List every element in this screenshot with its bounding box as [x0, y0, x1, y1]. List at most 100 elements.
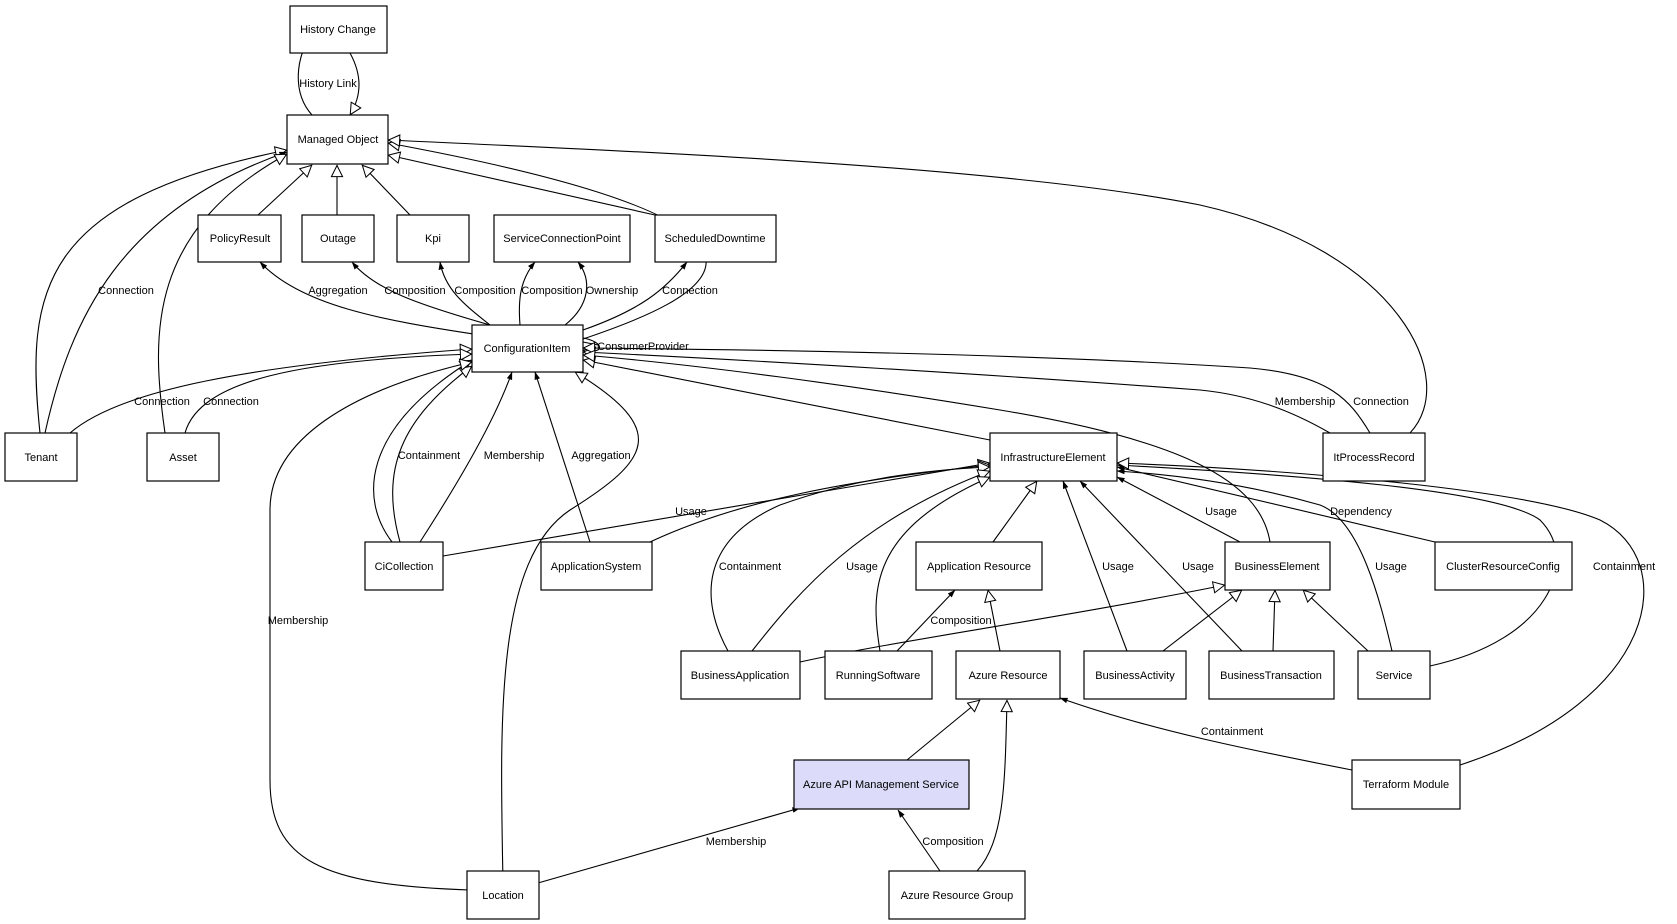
node-label-service: Service: [1376, 670, 1413, 682]
edge-composition-kpi: [438, 261, 491, 326]
edge-label-aggregation-policyresult: Aggregation: [308, 285, 367, 297]
node-label-history-change: History Change: [300, 24, 376, 36]
edge-composition-outage: [351, 261, 491, 326]
edge-infrastructure-to-ci: [583, 360, 991, 441]
edge-applicationresource-to-ie: [992, 481, 1038, 543]
edge-label-connection-scheduleddowntime: Connection: [662, 285, 718, 297]
edge-location-membership-ci: [269, 362, 472, 891]
edge-aggregation-policyresult: [259, 261, 481, 336]
node-application-resource[interactable]: Application Resource: [915, 541, 1043, 591]
node-service[interactable]: Service: [1357, 650, 1431, 700]
edge-label-dependency-crc: Dependency: [1330, 506, 1392, 518]
edge-cicollection-membership: [419, 371, 513, 543]
edge-label-usage-businesstransaction: Usage: [1182, 561, 1214, 573]
node-terraform-module[interactable]: Terraform Module: [1351, 759, 1461, 810]
node-business-element[interactable]: BusinessElement: [1224, 541, 1331, 591]
node-running-software[interactable]: RunningSoftware: [824, 650, 933, 700]
node-business-transaction[interactable]: BusinessTransaction: [1208, 650, 1335, 700]
edge-label-membership-cicollection: Membership: [484, 450, 545, 462]
edge-label-history-link: History Link: [299, 78, 357, 90]
node-asset[interactable]: Asset: [146, 432, 220, 482]
edge-clusterresourceconfig-dependency: [1116, 466, 1436, 543]
edge-azureresource-to-applicationresource: [988, 590, 1001, 652]
edge-scheduleddowntime-to-mo: [388, 155, 656, 216]
node-label-azure-api-management-service: Azure API Management Service: [803, 779, 959, 791]
node-managed-object[interactable]: Managed Object: [286, 114, 389, 165]
edge-terraformmodule-containment-azr: [1059, 697, 1353, 771]
node-outage[interactable]: Outage: [301, 214, 375, 263]
edge-label-containment-service: Containment: [1593, 561, 1655, 573]
edge-businesselement-to-ci: [583, 355, 1271, 543]
node-configuration-item[interactable]: ConfigurationItem: [471, 324, 584, 373]
edge-service-to-businesselement: [1303, 590, 1369, 652]
edge-label-usage-businesselement-ie: Usage: [1205, 506, 1237, 518]
edge-label-connection-itprocessrecord: Connection: [1353, 396, 1409, 408]
edges: [35, 26, 1645, 891]
edge-label-membership-location: Membership: [268, 615, 329, 627]
edge-tenant-connection-ci: [69, 349, 472, 434]
node-label-outage: Outage: [320, 233, 356, 245]
node-label-scheduled-downtime: ScheduledDowntime: [665, 233, 766, 245]
node-label-configuration-item: ConfigurationItem: [484, 343, 571, 355]
edge-label-usage-service: Usage: [1375, 561, 1407, 573]
edge-asset-to-mo-generalization: [157, 153, 287, 434]
edge-label-composition-kpi: Composition: [454, 285, 515, 297]
node-label-business-application: BusinessApplication: [691, 670, 789, 682]
node-ci-collection[interactable]: CiCollection: [364, 541, 444, 591]
node-label-business-transaction: BusinessTransaction: [1220, 670, 1322, 682]
edge-label-tenant-connection-mo: Connection: [98, 285, 154, 297]
edge-composition-scp: [518, 261, 536, 326]
node-label-managed-object: Managed Object: [298, 134, 379, 146]
node-azure-api-management-service[interactable]: Azure API Management Service: [793, 759, 970, 810]
node-it-process-record[interactable]: ItProcessRecord: [1322, 432, 1426, 482]
edge-businessactivity-to-businesselement: [1162, 589, 1242, 652]
node-label-service-connection-point: ServiceConnectionPoint: [503, 233, 620, 245]
edge-cicollection-containment-a: [373, 359, 472, 543]
node-tenant[interactable]: Tenant: [4, 432, 78, 482]
edge-tenant-to-mo-generalization: [35, 150, 287, 434]
node-cluster-resource-config[interactable]: ClusterResourceConfig: [1434, 541, 1573, 591]
node-label-it-process-record: ItProcessRecord: [1333, 452, 1414, 464]
node-business-application[interactable]: BusinessApplication: [680, 650, 801, 700]
node-location[interactable]: Location: [466, 870, 540, 920]
node-label-ci-collection: CiCollection: [375, 561, 434, 573]
node-azure-resource[interactable]: Azure Resource: [955, 650, 1061, 700]
node-azure-resource-group[interactable]: Azure Resource Group: [888, 870, 1026, 920]
edge-label-asset-connection-ci: Connection: [203, 396, 259, 408]
edge-businessapplication-containment-ie: [710, 467, 990, 652]
edge-runningsoftware-composition-ar: [896, 589, 956, 652]
edge-label-usage-businessapplication: Usage: [846, 561, 878, 573]
edge-label-consumerprovider: ConsumerProvider: [597, 341, 689, 353]
node-policy-result[interactable]: PolicyResult: [197, 214, 282, 263]
node-label-azure-resource: Azure Resource: [969, 670, 1048, 682]
edge-label-aggregation-applicationsystem: Aggregation: [571, 450, 630, 462]
node-label-application-system: ApplicationSystem: [551, 561, 642, 573]
edge-label-composition-outage: Composition: [384, 285, 445, 297]
node-label-business-activity: BusinessActivity: [1095, 670, 1175, 682]
node-service-connection-point[interactable]: ServiceConnectionPoint: [493, 214, 631, 263]
edge-resourcegroup-to-azureresource: [976, 700, 1007, 872]
node-history-change[interactable]: History Change: [289, 5, 388, 54]
edge-businesselement-usage-ie: [1116, 476, 1241, 543]
edge-itprocessrecord-to-mo: [388, 140, 1428, 434]
edge-cicollection-containment-b: [392, 365, 472, 543]
edge-ownership-scp: [564, 261, 588, 326]
edge-label-containment-businessapplication: Containment: [719, 561, 781, 573]
node-kpi[interactable]: Kpi: [396, 214, 470, 263]
edge-businessapplication-usage-ie: [751, 471, 990, 652]
node-application-system[interactable]: ApplicationSystem: [540, 541, 653, 591]
node-label-terraform-module: Terraform Module: [1363, 779, 1449, 791]
edge-service-usage-ie: [1116, 468, 1393, 652]
node-business-activity[interactable]: BusinessActivity: [1083, 650, 1187, 700]
edge-connection-itprocessrecord: [583, 348, 1371, 434]
edge-runningsoftware-to-ie: [875, 477, 990, 652]
edge-label-ownership-scp: Ownership: [586, 285, 639, 297]
node-label-asset: Asset: [169, 452, 197, 464]
node-label-business-element: BusinessElement: [1235, 561, 1320, 573]
edge-tenant-connection-mo: [44, 151, 288, 434]
node-infrastructure-element[interactable]: InfrastructureElement: [989, 432, 1118, 482]
edge-policyresult-to-mo: [257, 165, 312, 216]
edge-resourcegroup-composition-apim: [897, 809, 941, 872]
node-scheduled-downtime[interactable]: ScheduledDowntime: [654, 214, 777, 263]
